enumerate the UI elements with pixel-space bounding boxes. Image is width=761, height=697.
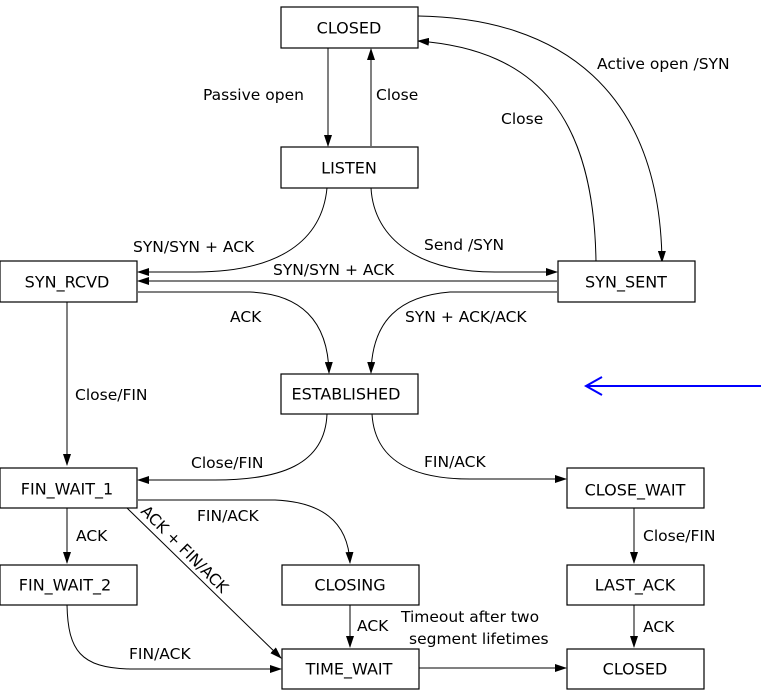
label-synack-ack: SYN + ACK/ACK	[405, 308, 527, 326]
label-send-syn: Send /SYN	[424, 236, 504, 254]
state-label: LAST_ACK	[595, 576, 676, 596]
label-close-listen: Close	[376, 86, 418, 104]
state-closed-bottom: CLOSED	[566, 648, 705, 690]
label-close-syn-sent: Close	[501, 110, 543, 128]
state-label: CLOSED	[603, 660, 668, 679]
label-close-fin-cw: Close/FIN	[643, 527, 716, 545]
edge-synack-ack	[367, 291, 557, 374]
label-ack-closing: ACK	[357, 617, 389, 635]
edge-send-syn	[370, 187, 558, 276]
edge-est-close-fin	[137, 413, 328, 484]
edge-active-open	[417, 15, 666, 263]
state-syn-rcvd: SYN_RCVD	[0, 260, 138, 303]
edge-fw2-fin-ack	[66, 604, 282, 673]
label-ack-rcvd: ACK	[230, 308, 262, 326]
state-label: CLOSE_WAIT	[585, 481, 686, 501]
state-close-wait: CLOSE_WAIT	[566, 467, 705, 509]
state-label: LISTEN	[321, 159, 377, 178]
state-time-wait: TIME_WAIT	[281, 648, 420, 690]
state-label: ESTABLISHED	[292, 385, 401, 404]
state-fin-wait-1: FIN_WAIT_1	[0, 467, 138, 509]
pointer-arrow-icon	[583, 376, 761, 396]
label-timeout-line1: Timeout after two	[400, 608, 539, 626]
label-ack-fw1: ACK	[76, 527, 108, 545]
label-active-open: Active open /SYN	[597, 55, 730, 73]
state-fin-wait-2: FIN_WAIT_2	[0, 564, 138, 606]
label-fin-ack-fw1: FIN/ACK	[197, 507, 259, 525]
edge-est-fin-ack	[371, 413, 567, 483]
state-established: ESTABLISHED	[280, 373, 419, 415]
state-last-ack: LAST_ACK	[566, 564, 705, 606]
edge-fw1-fin-ack	[138, 499, 354, 564]
label-close-fin-rcvd: Close/FIN	[75, 386, 148, 404]
label-close-fin-est: Close/FIN	[191, 454, 264, 472]
state-label: SYN_SENT	[585, 273, 667, 293]
edge-syn-sent-close	[417, 37, 597, 263]
state-label: FIN_WAIT_2	[19, 576, 111, 596]
state-closed-top: CLOSED	[280, 6, 419, 49]
label-ack-last: ACK	[643, 618, 675, 636]
label-passive-open: Passive open	[203, 86, 304, 104]
edge-syn-rcvd-ack	[138, 291, 333, 374]
state-label: TIME_WAIT	[305, 660, 393, 680]
edge-ack-fin-ack	[126, 507, 282, 659]
label-timeout-line2: segment lifetimes	[409, 630, 549, 648]
state-label: SYN_RCVD	[25, 273, 110, 293]
state-label: CLOSING	[314, 576, 385, 595]
state-label: CLOSED	[317, 19, 382, 38]
label-syn-synack-simul: SYN/SYN + ACK	[273, 261, 395, 279]
state-label: FIN_WAIT_1	[21, 480, 113, 500]
state-syn-sent: SYN_SENT	[557, 260, 696, 303]
label-fin-ack-fw2: FIN/ACK	[129, 645, 191, 663]
label-fin-ack-est: FIN/ACK	[424, 453, 486, 471]
label-syn-synack-listen: SYN/SYN + ACK	[133, 238, 255, 256]
state-listen: LISTEN	[280, 146, 419, 189]
state-closing: CLOSING	[281, 564, 420, 606]
edge-listen-syn-rcvd	[137, 187, 328, 276]
